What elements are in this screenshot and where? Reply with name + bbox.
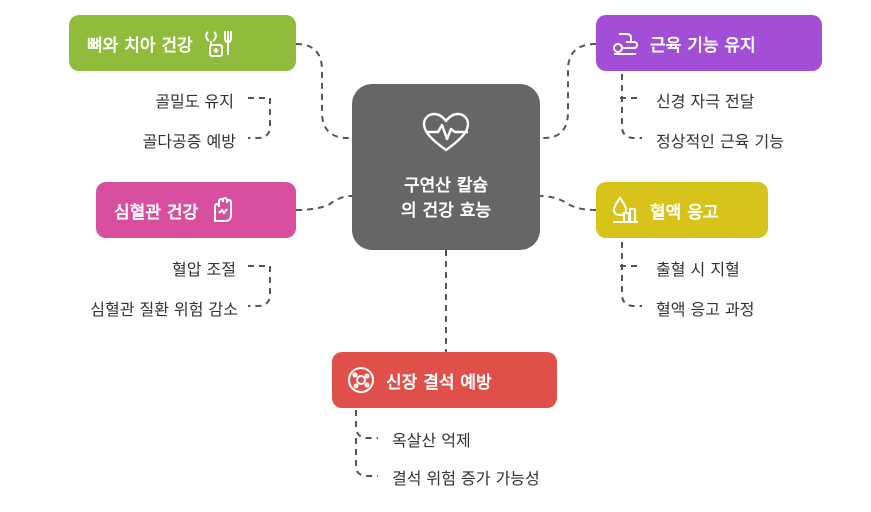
- sub-link-blood: [620, 242, 642, 307]
- sub-link-muscle: [620, 74, 642, 139]
- branch-muscle-title: 근육 기능 유지: [650, 35, 756, 56]
- central-topic: 구연산 칼슘 의 건강 효능: [352, 84, 540, 250]
- branch-blood-title: 혈액 응고: [650, 202, 719, 223]
- heart-item-2: 심혈관 질환 위험 감소: [90, 300, 238, 319]
- kidney-item-2: 결석 위험 증가 가능성: [392, 469, 540, 488]
- bone-item-1: 골밀도 유지: [155, 92, 234, 111]
- dental-health-icon: [204, 31, 232, 57]
- central-title-line1: 구연산 칼슘: [403, 176, 489, 196]
- link-muscle: [540, 43, 597, 139]
- sub-link-heart: [248, 265, 271, 307]
- kidney-item-1: 옥살산 억제: [392, 431, 471, 450]
- muscle-item-1: 신경 자극 전달: [656, 92, 755, 111]
- bone-item-2: 골다공증 예방: [142, 132, 236, 151]
- sub-link-kidney: [355, 410, 378, 477]
- muscle-item-2: 정상적인 근육 기능: [656, 132, 784, 151]
- blood-item-1: 출혈 시 지혈: [656, 260, 740, 279]
- branch-heart-title: 심혈관 건강: [114, 202, 199, 223]
- hand-heart-icon: [214, 196, 233, 222]
- link-bone: [295, 43, 352, 139]
- branch-bone-title: 뼈와 치아 건강: [87, 35, 193, 56]
- sub-link-bone: [248, 97, 271, 139]
- central-title-line2: 의 건강 효능: [400, 201, 492, 221]
- kidney-stone-icon: [348, 367, 374, 393]
- branch-bone-health: 뼈와 치아 건강: [69, 15, 296, 71]
- branch-kidney-title: 신장 결석 예방: [386, 372, 492, 393]
- branch-cardio-health: 심혈관 건강: [96, 182, 296, 238]
- branch-blood-clotting: 혈액 응고: [596, 182, 768, 238]
- heartbeat-icon: [422, 112, 470, 152]
- heart-item-1: 혈압 조절: [172, 260, 236, 279]
- link-blood: [539, 195, 597, 211]
- exercise-icon: [613, 33, 639, 55]
- branch-muscle-function: 근육 기능 유지: [596, 15, 822, 71]
- blood-drop-icon: [612, 196, 638, 223]
- link-heart: [295, 195, 353, 211]
- branch-kidney-stone: 신장 결석 예방: [332, 352, 557, 408]
- blood-item-2: 혈액 응고 과정: [656, 300, 755, 319]
